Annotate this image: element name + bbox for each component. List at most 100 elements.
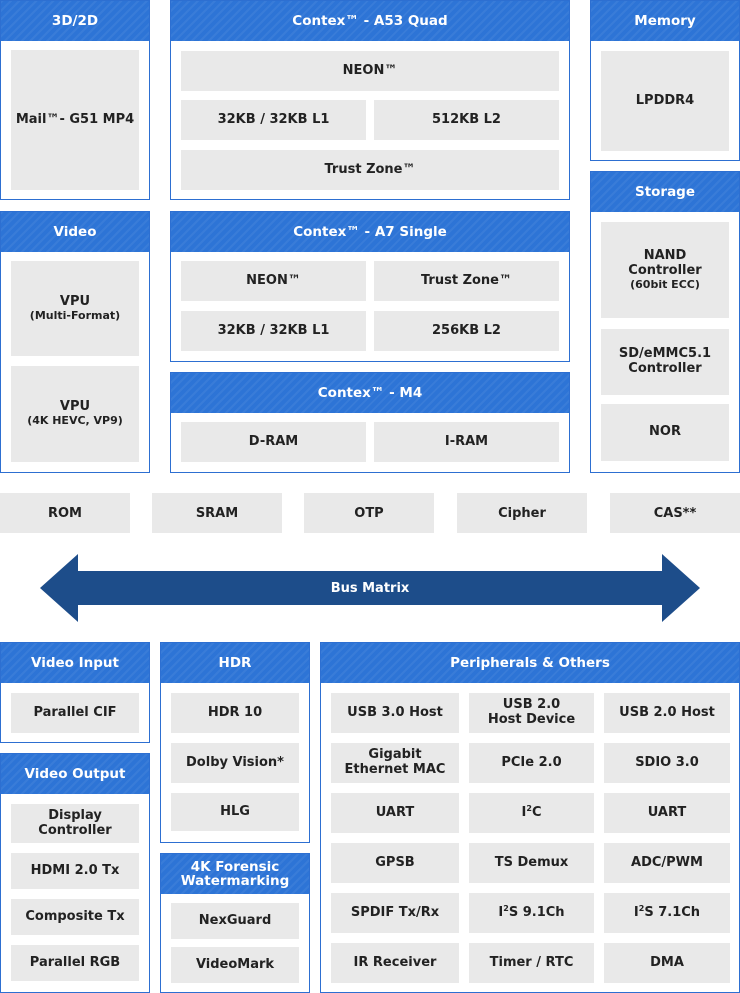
panel-title-video: Video <box>1 212 149 252</box>
vpu-hevc: VPU (4K HEVC, VP9) <box>11 366 139 462</box>
panel-forensic-watermarking: 4K Forensic Watermarking NexGuard VideoM… <box>160 853 310 993</box>
peripheral-label: IR Receiver <box>353 954 437 970</box>
peripheral-label: DMA <box>650 954 684 970</box>
vpu-sub-label: (4K HEVC, VP9) <box>27 414 123 428</box>
panel-title-memory: Memory <box>591 1 739 41</box>
peripheral-label: USB 3.0 Host <box>347 704 443 720</box>
parallel-cif: Parallel CIF <box>11 693 139 733</box>
panel-title-storage: Storage <box>591 172 739 212</box>
hlg-block: HLG <box>171 793 299 831</box>
forensic-title-line1: 4K Forensic <box>190 858 280 875</box>
panel-memory: Memory LPDDR4 <box>590 0 740 161</box>
panel-video-output: Video Output Display Controller HDMI 2.0… <box>0 753 150 993</box>
cas-block: CAS** <box>610 493 740 533</box>
nand-controller-label: Controller <box>628 262 702 278</box>
m4-iram: I-RAM <box>374 422 559 462</box>
display-label: Display <box>48 807 102 823</box>
a53-neon: NEON™ <box>181 51 559 91</box>
display-controller: Display Controller <box>11 804 139 843</box>
nexguard-block: NexGuard <box>171 903 299 939</box>
videomark-block: VideoMark <box>171 947 299 983</box>
panel-video: Video VPU (Multi-Format) VPU (4K HEVC, V… <box>0 211 150 473</box>
peripheral-block: UART <box>331 793 459 833</box>
peripheral-label: I2S 9.1Ch <box>498 903 565 920</box>
nand-controller: NAND Controller (60bit ECC) <box>601 222 729 318</box>
panel-hdr: HDR HDR 10 Dolby Vision* HLG <box>160 642 310 843</box>
panel-title-video-input: Video Input <box>1 643 149 683</box>
parallel-rgb: Parallel RGB <box>11 945 139 981</box>
sd-label: SD/eMMC5.1 <box>618 346 712 362</box>
nor-block: NOR <box>601 404 729 461</box>
peripheral-label: USB 2.0 <box>502 697 561 713</box>
panel-video-input: Video Input Parallel CIF <box>0 642 150 743</box>
panel-title-video-output: Video Output <box>1 754 149 794</box>
peripheral-block: SDIO 3.0 <box>604 743 730 783</box>
peripheral-block: USB 3.0 Host <box>331 693 459 733</box>
panel-title-3d2d: 3D/2D <box>1 1 149 41</box>
controller-label: Controller <box>38 822 112 838</box>
forensic-title-line2: Watermarking <box>180 873 290 889</box>
hdmi-tx: HDMI 2.0 Tx <box>11 853 139 889</box>
panel-title-m4: Contex™ - M4 <box>171 373 569 413</box>
composite-tx: Composite Tx <box>11 899 139 935</box>
a53-l1: 32KB / 32KB L1 <box>181 100 366 140</box>
a7-neon: NEON™ <box>181 261 366 301</box>
peripheral-block: I2C <box>469 793 594 833</box>
a53-trust-zone: Trust Zone™ <box>181 150 559 190</box>
panel-m4: Contex™ - M4 D-RAM I-RAM <box>170 372 570 473</box>
peripheral-label: SPDIF Tx/Rx <box>350 904 440 920</box>
vpu-label: VPU <box>59 399 91 415</box>
cipher-block: Cipher <box>457 493 587 533</box>
sd-controller-label: Controller <box>628 361 702 376</box>
peripheral-block: TS Demux <box>469 843 594 883</box>
rom-block: ROM <box>0 493 130 533</box>
peripheral-block: ADC/PWM <box>604 843 730 883</box>
peripheral-block: I2S 9.1Ch <box>469 893 594 933</box>
peripheral-label: GPSB <box>375 854 415 870</box>
bus-matrix-arrow: Bus Matrix <box>40 554 700 622</box>
peripheral-block: I2S 7.1Ch <box>604 893 730 933</box>
peripheral-block: DMA <box>604 943 730 983</box>
peripheral-block: Timer / RTC <box>469 943 594 983</box>
nand-ecc-label: (60bit ECC) <box>630 277 700 291</box>
panel-a7-single: Contex™ - A7 Single NEON™ Trust Zone™ 32… <box>170 211 570 362</box>
hdr10-block: HDR 10 <box>171 693 299 733</box>
peripheral-label: UART <box>647 804 687 820</box>
panel-3d2d: 3D/2D Mail™- G51 MP4 <box>0 0 150 200</box>
peripheral-block: UART <box>604 793 730 833</box>
peripheral-block: GPSB <box>331 843 459 883</box>
panel-title-hdr: HDR <box>161 643 309 683</box>
a7-trust-zone: Trust Zone™ <box>374 261 559 301</box>
vpu-multiformat: VPU (Multi-Format) <box>11 261 139 356</box>
panel-title-a7: Contex™ - A7 Single <box>171 212 569 252</box>
peripheral-label: I2S 7.1Ch <box>633 903 701 920</box>
sd-emmc-controller: SD/eMMC5.1 Controller <box>601 329 729 395</box>
nand-label: NAND <box>643 247 687 263</box>
peripheral-label: Host Device <box>487 712 576 727</box>
peripheral-block: USB 2.0 Host <box>604 693 730 733</box>
peripheral-label: ADC/PWM <box>631 854 703 870</box>
bus-arrow-shape <box>40 554 700 622</box>
peripheral-block: SPDIF Tx/Rx <box>331 893 459 933</box>
peripheral-label: UART <box>375 804 415 820</box>
panel-title-a53: Contex™ - A53 Quad <box>171 1 569 41</box>
peripheral-label: SDIO 3.0 <box>635 754 699 770</box>
gpu-block: Mail™- G51 MP4 <box>11 50 139 190</box>
sram-block: SRAM <box>152 493 282 533</box>
panel-title-peripherals: Peripherals & Others <box>321 643 739 683</box>
peripheral-label: Gigabit <box>368 747 422 763</box>
panel-a53-quad: Contex™ - A53 Quad NEON™ 32KB / 32KB L1 … <box>170 0 570 200</box>
vpu-label: VPU <box>59 293 91 309</box>
peripheral-block: IR Receiver <box>331 943 459 983</box>
peripheral-label: Ethernet MAC <box>344 762 446 777</box>
peripheral-label: Timer / RTC <box>489 954 574 970</box>
m4-dram: D-RAM <box>181 422 366 462</box>
otp-block: OTP <box>304 493 434 533</box>
panel-title-forensic: 4K Forensic Watermarking <box>161 854 309 894</box>
a53-l2: 512KB L2 <box>374 100 559 140</box>
panel-peripherals: Peripherals & Others USB 3.0 Host USB 2.0… <box>320 642 740 993</box>
peripheral-label: PCIe 2.0 <box>501 754 562 770</box>
dolby-vision-block: Dolby Vision* <box>171 743 299 783</box>
